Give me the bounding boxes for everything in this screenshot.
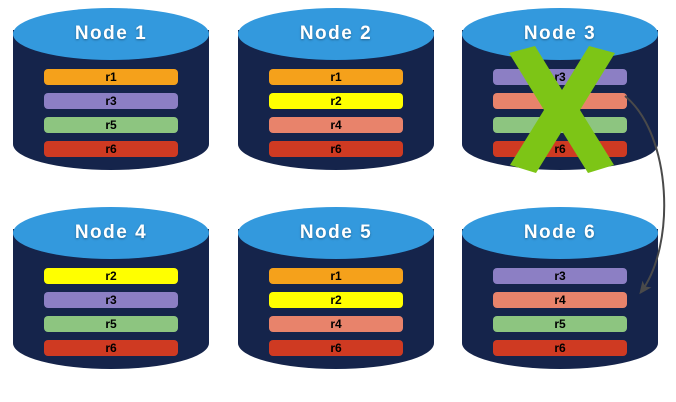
replica-bar[interactable]: r5 (493, 316, 627, 332)
node-label: Node 5 (299, 222, 373, 243)
database-node-5[interactable]: Node 5 r1 r2 r4 r6 (238, 207, 434, 387)
replica-bar[interactable]: r6 (493, 141, 627, 157)
cylinder-top-ellipse (13, 8, 209, 60)
replica-bar[interactable]: r1 (269, 268, 403, 284)
replica-bar[interactable]: r2 (269, 93, 403, 109)
node-label: Node 1 (74, 23, 148, 44)
replica-bar[interactable]: r5 (44, 117, 178, 133)
replica-list: r1 r2 r4 r6 (269, 69, 403, 157)
replica-bar[interactable]: r1 (44, 69, 178, 85)
replica-list: r3 r4 r5 r6 (493, 268, 627, 356)
replica-bar[interactable]: r4 (269, 316, 403, 332)
replica-bar[interactable]: r1 (269, 69, 403, 85)
replica-bar[interactable]: r6 (269, 340, 403, 356)
replica-bar[interactable]: r3 (493, 268, 627, 284)
replica-list: r3 r4 r5 r6 (493, 69, 627, 157)
replica-bar[interactable]: r6 (493, 340, 627, 356)
replica-bar[interactable]: r6 (269, 141, 403, 157)
replica-bar[interactable]: r4 (493, 93, 627, 109)
cylinder-top-ellipse (238, 8, 434, 60)
database-node-4[interactable]: Node 4 r2 r3 r5 r6 (13, 207, 209, 387)
replica-list: r1 r2 r4 r6 (269, 268, 403, 356)
replica-bar[interactable]: r6 (44, 141, 178, 157)
replica-bar[interactable]: r2 (269, 292, 403, 308)
replica-list: r1 r3 r5 r6 (44, 69, 178, 157)
replica-bar[interactable]: r3 (44, 292, 178, 308)
replica-bar[interactable]: r4 (493, 292, 627, 308)
node-label: Node 2 (299, 23, 373, 44)
replica-list: r2 r3 r5 r6 (44, 268, 178, 356)
node-label: Node 6 (523, 222, 597, 243)
cylinder-top-ellipse (13, 207, 209, 259)
database-node-1[interactable]: Node 1 r1 r3 r5 r6 (13, 8, 209, 188)
node-label: Node 4 (74, 222, 148, 243)
replica-bar[interactable]: r3 (493, 69, 627, 85)
replica-bar[interactable]: r4 (269, 117, 403, 133)
replica-bar[interactable]: r5 (44, 316, 178, 332)
database-node-3[interactable]: Node 3 r3 r4 r5 r6 (462, 8, 658, 188)
node-label: Node 3 (523, 23, 597, 44)
replica-bar[interactable]: r6 (44, 340, 178, 356)
replica-bar[interactable]: r3 (44, 93, 178, 109)
replica-bar[interactable]: r2 (44, 268, 178, 284)
cylinder-top-ellipse (238, 207, 434, 259)
database-node-6[interactable]: Node 6 r3 r4 r5 r6 (462, 207, 658, 387)
database-node-2[interactable]: Node 2 r1 r2 r4 r6 (238, 8, 434, 188)
replica-bar[interactable]: r5 (493, 117, 627, 133)
